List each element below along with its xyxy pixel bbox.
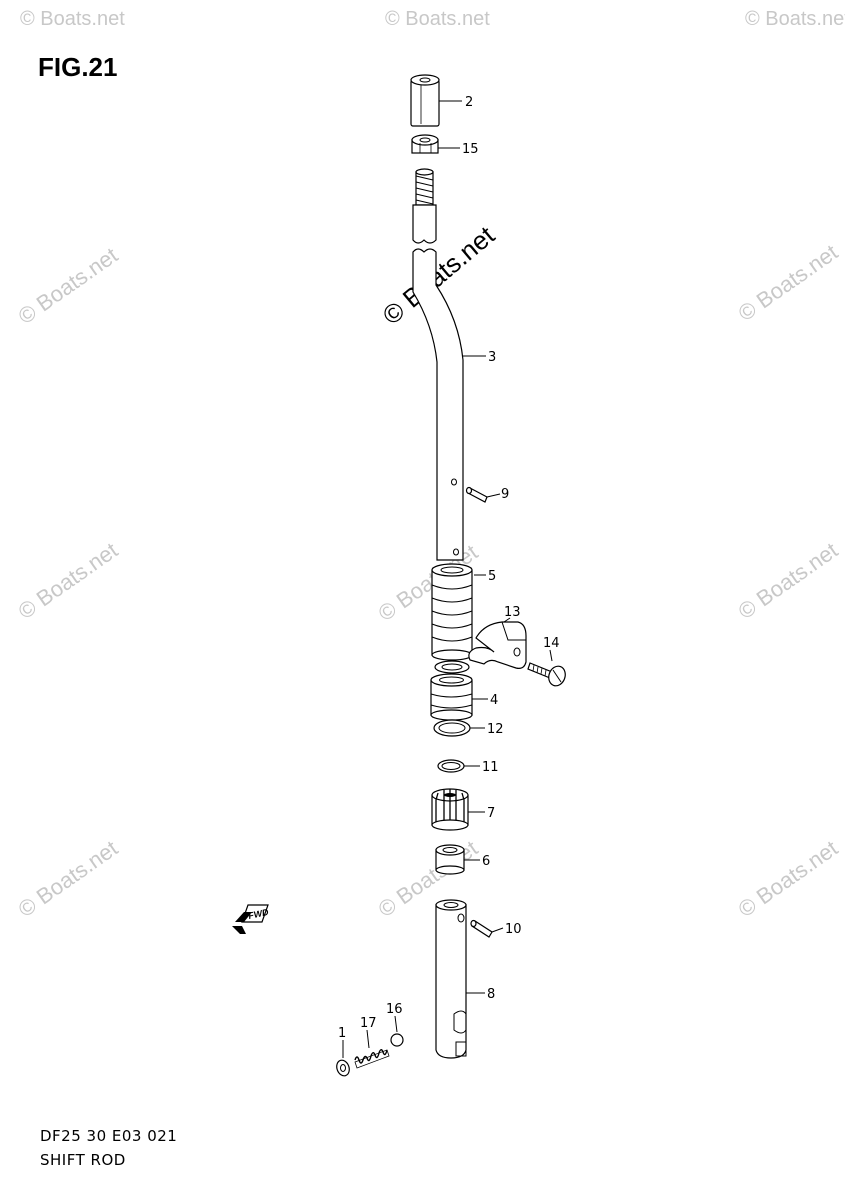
callout-16: 16 bbox=[386, 1002, 403, 1017]
fwd-label: FWD bbox=[247, 907, 270, 921]
part-bushing bbox=[430, 660, 473, 721]
watermark-text: © Boats.net bbox=[385, 8, 490, 30]
part-bellows bbox=[431, 563, 473, 661]
callout-11: 11 bbox=[482, 760, 499, 775]
callout-2: 2 bbox=[465, 95, 473, 110]
callout-12: 12 bbox=[487, 722, 504, 737]
figure-title: FIG.21 bbox=[38, 52, 118, 82]
part-shift-rod bbox=[412, 168, 464, 561]
callout-17: 17 bbox=[360, 1016, 377, 1031]
callout-7: 7 bbox=[487, 806, 495, 821]
watermark-text: © Boats.net bbox=[14, 242, 123, 329]
callout-8: 8 bbox=[487, 987, 495, 1002]
callout-14: 14 bbox=[543, 636, 560, 651]
watermark-text: © Boats.net bbox=[734, 537, 843, 624]
watermark-text: © Boats.net bbox=[745, 8, 845, 30]
part-lower-shift-rod bbox=[435, 899, 467, 1059]
part-gear bbox=[431, 788, 469, 831]
callout-labels: 2 15 3 9 5 13 14 4 12 11 7 6 10 8 1 17 1… bbox=[338, 95, 560, 1041]
callout-leaders bbox=[342, 100, 553, 1058]
watermark-text: © Boats.net bbox=[14, 835, 123, 922]
figure-name: SHIFT ROD bbox=[40, 1151, 126, 1169]
callout-1: 1 bbox=[338, 1026, 346, 1041]
watermark-text: © Boats.net bbox=[20, 8, 125, 30]
figure-code: DF25 30 E03 021 bbox=[40, 1127, 178, 1145]
part-nut bbox=[411, 134, 439, 154]
callout-4: 4 bbox=[490, 693, 498, 708]
part-clamp bbox=[468, 621, 527, 669]
part-screw bbox=[527, 662, 566, 687]
fwd-arrow-icon: FWD bbox=[232, 904, 270, 934]
callout-9: 9 bbox=[501, 487, 509, 502]
callout-3: 3 bbox=[488, 350, 496, 365]
part-detent-assembly bbox=[336, 1033, 404, 1077]
part-pin-lower bbox=[470, 919, 493, 938]
part-o-ring-large bbox=[433, 719, 471, 737]
callout-10: 10 bbox=[505, 922, 522, 937]
callout-13: 13 bbox=[504, 605, 521, 620]
watermark-text: © Boats.net bbox=[734, 239, 843, 326]
watermark-text: © Boats.net bbox=[14, 537, 123, 624]
part-spacer bbox=[435, 844, 465, 875]
part-collar bbox=[410, 74, 440, 127]
part-pin-upper bbox=[465, 486, 488, 503]
part-o-ring-small bbox=[437, 759, 465, 773]
callout-5: 5 bbox=[488, 569, 496, 584]
callout-15: 15 bbox=[462, 142, 479, 157]
callout-6: 6 bbox=[482, 854, 490, 869]
watermark-text: © Boats.net bbox=[734, 835, 843, 922]
